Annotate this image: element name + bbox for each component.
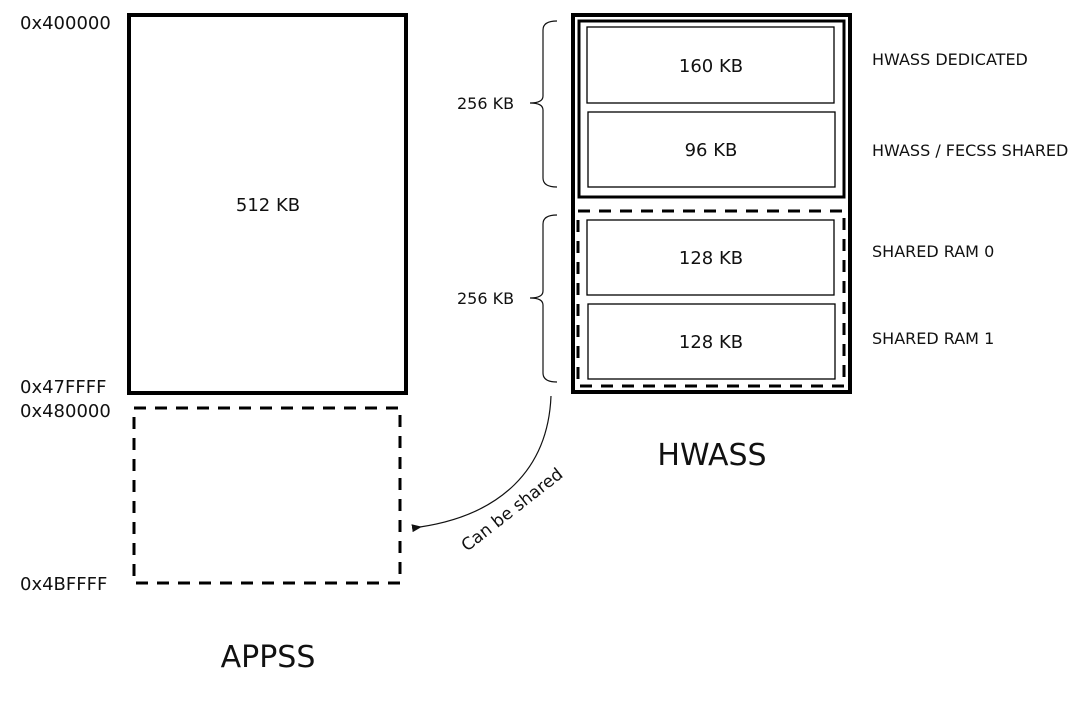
hwass-block-shared-ram-0-size: 128 KB xyxy=(679,248,743,269)
group-2-total: 256 KB xyxy=(457,289,514,308)
label-hwass-dedicated: HWASS DEDICATED xyxy=(872,50,1028,69)
appss-shared-block xyxy=(132,406,402,585)
hwass-group-shared-ram xyxy=(576,209,846,388)
label-shared-ram-1: SHARED RAM 1 xyxy=(872,329,994,348)
address-shared-start: 0x480000 xyxy=(20,401,111,422)
label-shared-ram-0: SHARED RAM 0 xyxy=(872,242,994,261)
hwass-block-160kb xyxy=(586,26,835,104)
brace-group-2 xyxy=(529,214,558,383)
hwass-block-shared-ram-1 xyxy=(587,303,836,380)
hwass-block-shared-ram-0 xyxy=(586,219,835,296)
address-start: 0x400000 xyxy=(20,13,111,34)
appss-main-size: 512 KB xyxy=(236,195,300,216)
label-hwass-fecss-shared: HWASS / FECSS SHARED xyxy=(872,141,1068,160)
hwass-block-96kb-size: 96 KB xyxy=(685,140,738,161)
share-arrow xyxy=(411,395,552,533)
address-main-end: 0x47FFFF xyxy=(20,377,106,398)
hwass-title: HWASS xyxy=(657,438,766,473)
hwass-block-96kb xyxy=(587,111,836,188)
group-1-total: 256 KB xyxy=(457,94,514,113)
hwass-outer-frame xyxy=(571,13,852,394)
address-shared-end: 0x4BFFFF xyxy=(20,574,107,595)
appss-main-block xyxy=(127,13,408,395)
hwass-block-shared-ram-1-size: 128 KB xyxy=(679,332,743,353)
hwass-group-dedicated xyxy=(577,19,846,199)
share-note: Can be shared xyxy=(458,464,567,556)
hwass-block-160kb-size: 160 KB xyxy=(679,56,743,77)
appss-title: APPSS xyxy=(221,640,316,675)
brace-group-1 xyxy=(529,20,558,188)
